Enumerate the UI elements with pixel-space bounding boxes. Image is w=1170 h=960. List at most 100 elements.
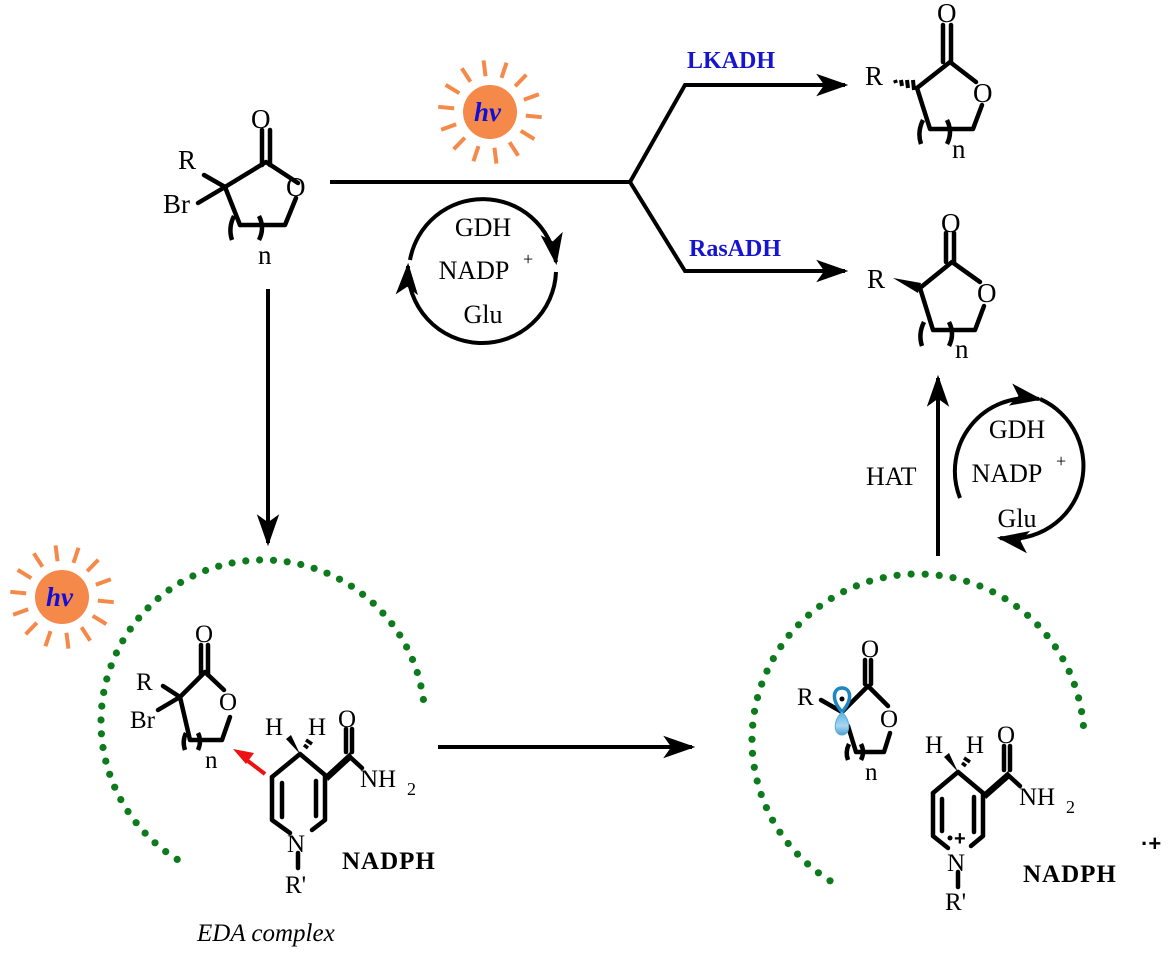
cycle-nadp-charge: + xyxy=(523,249,533,269)
sun-ray xyxy=(85,558,100,573)
amide-oxygen: O xyxy=(338,706,356,733)
ring-nitrogen: N xyxy=(947,850,965,877)
ring-oxygen: O xyxy=(977,278,997,308)
radical-cation-charge: ·+ xyxy=(1141,831,1161,856)
product-lkadh: O O R n xyxy=(865,0,993,164)
boundary-dot xyxy=(989,588,997,596)
hydrogen-1: H xyxy=(925,732,943,759)
amide-nh: NH xyxy=(360,766,396,793)
branch-arrow-rasadh xyxy=(628,180,849,283)
boundary-dot xyxy=(413,668,421,677)
boundary-dot xyxy=(323,569,331,577)
boundary-dot xyxy=(379,609,387,617)
r-prime-group: R' xyxy=(945,889,966,916)
boundary-dot xyxy=(753,777,761,785)
repeat-paren-right xyxy=(944,118,953,146)
boundary-dot xyxy=(283,558,291,566)
boundary-dot xyxy=(141,829,149,837)
boundary-dot xyxy=(151,839,159,847)
repeat-paren-right xyxy=(256,214,265,242)
boundary-dot xyxy=(162,848,170,856)
repeat-paren-left xyxy=(918,320,927,347)
boundary-dot xyxy=(242,557,250,565)
boundary-dot xyxy=(750,763,758,771)
ring-bond-top xyxy=(839,683,891,715)
h-hash xyxy=(960,756,971,768)
sun-icon xyxy=(10,545,114,649)
boundary-dot xyxy=(359,590,367,598)
amide-subscript: 2 xyxy=(1066,797,1075,817)
boundary-dot xyxy=(102,757,110,765)
nadph-radical-cation-label: NADPH xyxy=(1023,861,1117,888)
boundary-dot xyxy=(748,735,756,743)
ring-bond-top xyxy=(914,59,979,91)
boundary-dot xyxy=(1001,595,1009,603)
hydrogen-1: H xyxy=(265,714,283,741)
r-group: R xyxy=(797,684,814,711)
boundary-dot xyxy=(228,559,236,567)
repeat-paren-left xyxy=(228,214,237,241)
boundary-dot xyxy=(784,839,792,848)
boundary-dot xyxy=(419,695,427,704)
sun-ray xyxy=(71,547,81,564)
wedge-bond xyxy=(893,278,921,293)
ring-bond-top xyxy=(222,159,301,190)
boundary-dot xyxy=(893,571,901,579)
boundary-dot xyxy=(1013,602,1021,611)
branching-arrow xyxy=(330,73,849,283)
ring-bond-top xyxy=(177,669,227,700)
bromine: Br xyxy=(163,189,190,219)
ring-oxygen: O xyxy=(880,706,898,733)
sun-ray xyxy=(481,60,488,77)
enzyme-label-rasadh: RasADH xyxy=(689,236,781,262)
r-group: R xyxy=(178,145,196,175)
sun-ray xyxy=(438,104,455,111)
boundary-dot xyxy=(749,721,757,729)
cycle-nadp-charge: + xyxy=(1056,451,1066,471)
boundary-dot xyxy=(804,860,812,868)
boundary-dot xyxy=(935,571,943,580)
hv-label-left: hv xyxy=(46,582,74,612)
boundary-dot xyxy=(757,790,765,799)
cycle-glu: Glu xyxy=(464,300,503,329)
boundary-dot xyxy=(408,655,417,664)
cycle-gdh: GDH xyxy=(989,415,1046,444)
sun-ray xyxy=(64,632,71,649)
product-rasadh: O O R n xyxy=(867,208,997,364)
amide-subscript: 2 xyxy=(407,779,416,799)
ring-oxygen: O xyxy=(973,78,993,108)
enzyme-label-lkadh: LKADH xyxy=(687,48,775,74)
sun-ray xyxy=(12,607,29,617)
boundary-dot xyxy=(173,855,181,864)
boundary-dot xyxy=(106,770,114,778)
cycle-arc-top xyxy=(408,197,563,266)
boundary-dot xyxy=(97,716,105,724)
ring-bond-left xyxy=(930,790,951,851)
sun-ray xyxy=(492,147,499,164)
nadph-label: NADPH xyxy=(342,848,436,875)
boundary-dot xyxy=(777,643,785,651)
cofactor-cycle-right: GDH NADP + Glu xyxy=(952,383,1086,554)
cycle-arc-bottom xyxy=(395,262,558,346)
eda-complex-caption: EDA complex xyxy=(196,920,335,947)
boundary-dot xyxy=(879,574,887,582)
amide-wedge xyxy=(325,752,353,781)
boundary-dot xyxy=(1034,621,1042,629)
carbonyl-oxygen: O xyxy=(195,621,213,648)
sun-disc xyxy=(35,570,89,624)
eda-lactone: O O R Br n xyxy=(130,621,237,774)
nadph-radical-cation: H H O NH 2 N + R' xyxy=(925,722,1075,916)
sun-ray xyxy=(32,552,45,568)
ring-bond-left xyxy=(269,774,293,836)
repeat-n: n xyxy=(258,240,272,270)
boundary-dot xyxy=(949,574,957,582)
carbonyl-oxygen: O xyxy=(861,636,879,663)
sun-ray xyxy=(16,568,33,580)
sun-ray xyxy=(525,113,542,120)
boundary-dot xyxy=(794,621,803,629)
boundary-dot xyxy=(753,694,762,702)
cofactor-cycle-top: GDH NADP + Glu xyxy=(395,197,563,346)
repeat-paren-left xyxy=(917,118,926,145)
boundary-dot xyxy=(202,566,210,575)
